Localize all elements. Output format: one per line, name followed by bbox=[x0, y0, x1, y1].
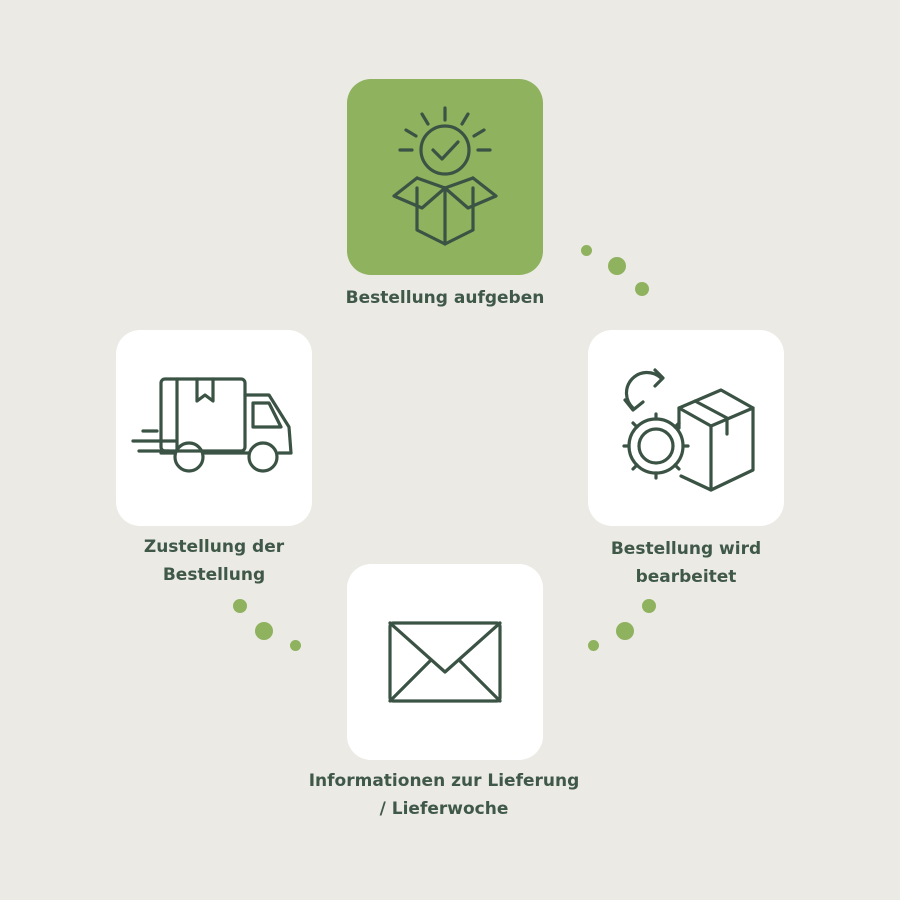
connector-dot bbox=[616, 622, 634, 640]
connector-dot bbox=[581, 245, 592, 256]
step-delivery-label: Zustellung der Bestellung bbox=[143, 537, 285, 585]
connector-dot bbox=[635, 282, 649, 296]
step-order-label: Bestellung aufgeben bbox=[345, 288, 545, 308]
connector-dot bbox=[642, 599, 656, 613]
step-delivery-card bbox=[116, 330, 312, 526]
step-info-label: Informationen zur Lieferung / Lieferwoch… bbox=[308, 771, 580, 819]
step-info-card bbox=[347, 564, 543, 760]
connector-dot bbox=[588, 640, 599, 651]
box-gear-icon bbox=[622, 368, 755, 492]
envelope-icon bbox=[388, 621, 502, 703]
step-processing-label: Bestellung wird bearbeitet bbox=[610, 539, 762, 587]
connector-dot bbox=[608, 257, 626, 275]
step-processing-card bbox=[588, 330, 784, 526]
connector-dot bbox=[233, 599, 247, 613]
connector-dot bbox=[290, 640, 301, 651]
delivery-truck-icon bbox=[131, 377, 293, 473]
connector-dot bbox=[255, 622, 273, 640]
box-check-icon bbox=[392, 106, 498, 246]
step-order-card bbox=[347, 79, 543, 275]
